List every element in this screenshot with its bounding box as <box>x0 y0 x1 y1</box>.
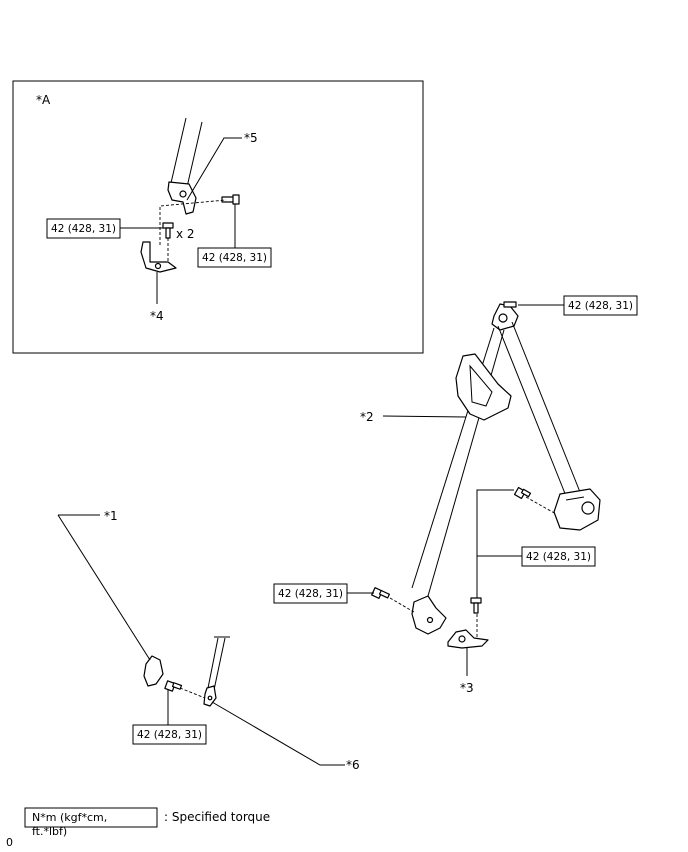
bolt-quantity: x 2 <box>176 227 195 241</box>
legend-unit-box <box>24 807 158 828</box>
svg-text:42 (428, 31): 42 (428, 31) <box>278 588 343 600</box>
legend-unit-line2: ft.*lbf) <box>32 825 67 838</box>
detail-bolt-horizontal <box>221 194 240 205</box>
bolt-belt-6 <box>164 680 183 692</box>
bolt-retractor <box>513 486 532 500</box>
seat-belt-assembly-part-2 <box>411 303 601 635</box>
legend-unit-line1: N*m (kgf*cm, <box>32 811 107 824</box>
cover-part-1 <box>143 655 164 687</box>
label-part-6: *6 <box>346 758 360 772</box>
label-part-2: *2 <box>360 410 374 424</box>
detail-view-frame <box>12 80 424 354</box>
torque-box-top-anchor: 42 (428, 31) <box>563 295 638 316</box>
svg-text:42 (428, 31): 42 (428, 31) <box>51 223 116 235</box>
torque-box-detail-right: 42 (428, 31) <box>197 247 272 268</box>
torque-box-retractor: 42 (428, 31) <box>521 546 596 567</box>
detail-view-label: *A <box>36 93 51 107</box>
label-part-3: *3 <box>460 681 474 695</box>
torque-box-lower-anchor: 42 (428, 31) <box>273 583 348 604</box>
bolt-anchor-vertical <box>470 597 482 614</box>
torque-box-belt-6: 42 (428, 31) <box>132 724 207 745</box>
bracket-part-4 <box>140 241 177 273</box>
label-part-1: *1 <box>104 509 118 523</box>
legend-description: : Specified torque <box>164 810 270 824</box>
detail-bolt-vertical <box>162 222 174 239</box>
belt-strap-part-6 <box>203 636 230 707</box>
detail-belt-strap <box>167 117 203 215</box>
torque-legend: N*m (kgf*cm, ft.*lbf) : Specified torque <box>24 807 270 838</box>
label-part-4: *4 <box>150 309 164 323</box>
bolt-top-anchor <box>503 301 517 308</box>
svg-text:42 (428, 31): 42 (428, 31) <box>568 300 633 312</box>
svg-text:42 (428, 31): 42 (428, 31) <box>137 729 202 741</box>
label-part-5: *5 <box>244 131 258 145</box>
svg-text:42 (428, 31): 42 (428, 31) <box>202 252 267 264</box>
svg-text:42 (428, 31): 42 (428, 31) <box>526 551 591 563</box>
torque-box-detail-left: 42 (428, 31) <box>46 218 121 239</box>
footer-mark: 0 <box>6 836 13 849</box>
anchor-part-3 <box>447 629 489 649</box>
bolt-lower-anchor <box>371 587 390 599</box>
